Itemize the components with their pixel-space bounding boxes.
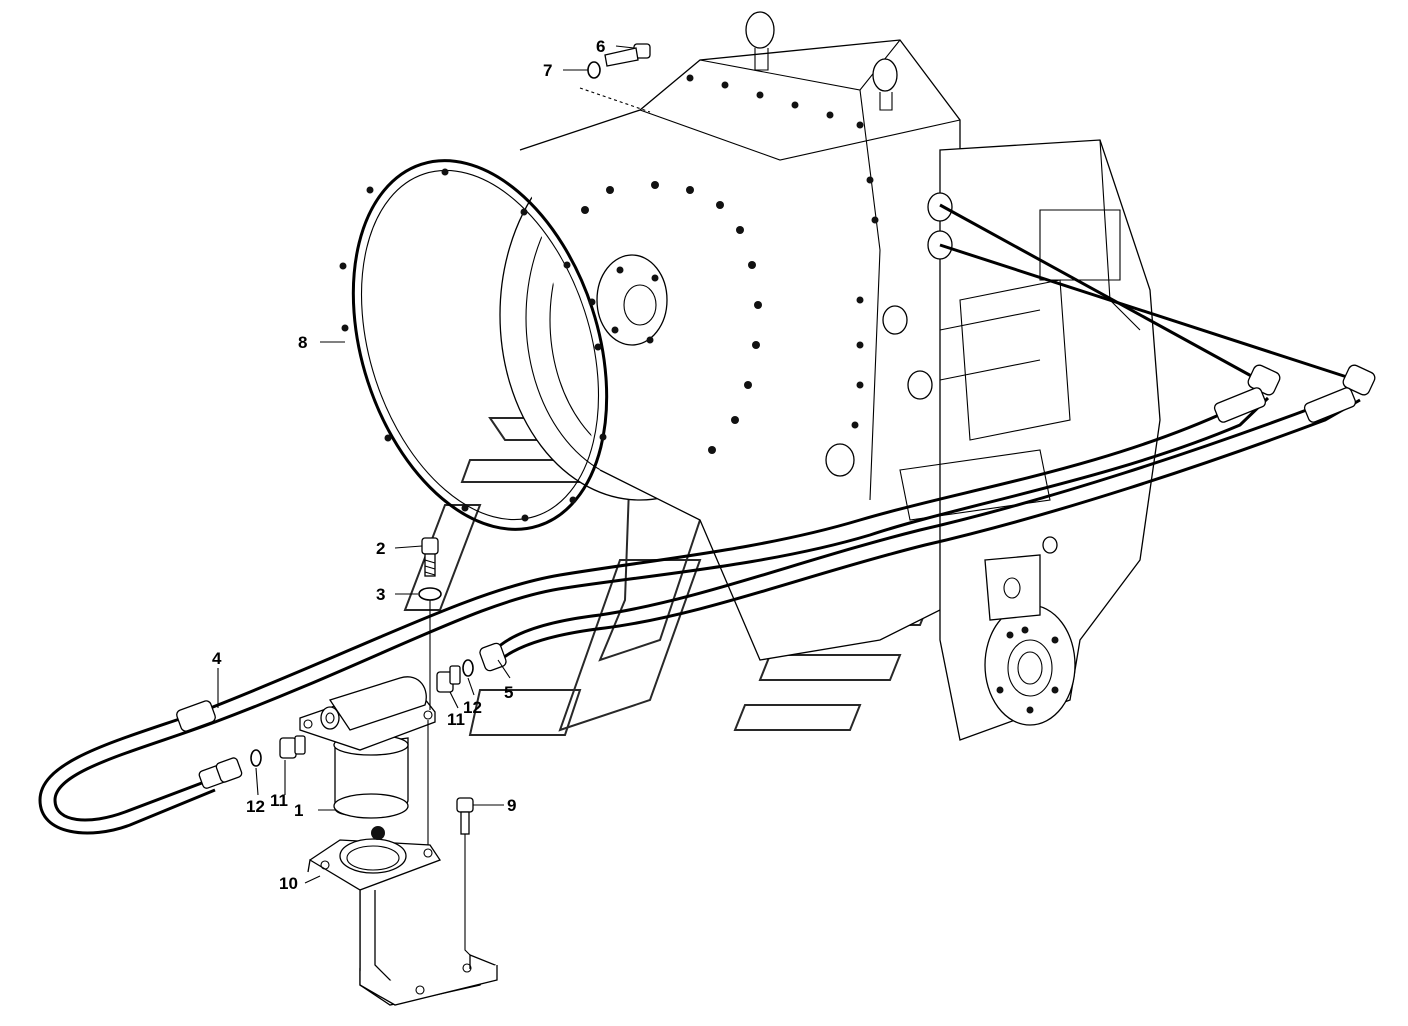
filter-assembly-1	[299, 676, 436, 860]
callout-10: 10	[279, 874, 298, 893]
callout-11-right: 11	[447, 710, 465, 729]
callout-leaders	[217, 45, 635, 884]
callout-4: 4	[212, 649, 222, 668]
callout-7: 7	[543, 61, 552, 80]
hose-lines	[38, 203, 1376, 835]
small-parts	[250, 43, 651, 956]
callout-2: 2	[376, 539, 385, 558]
callout-11-left: 11	[270, 791, 288, 810]
housing-bolts	[581, 74, 1059, 714]
gasket-8	[339, 159, 609, 531]
bracket-10	[307, 826, 498, 1006]
callout-12-right: 12	[463, 698, 482, 717]
callout-6: 6	[596, 37, 605, 56]
transmission-housing	[499, 11, 1161, 741]
callout-9: 9	[507, 796, 516, 815]
callout-12-left: 12	[246, 797, 265, 816]
callout-8: 8	[298, 333, 307, 352]
callout-1: 1	[294, 801, 303, 820]
callout-5: 5	[504, 683, 513, 702]
callout-3: 3	[376, 585, 385, 604]
callout-labels: 1 2 3 4 5 6 7 8 9 10 11 11 12 12	[212, 37, 605, 893]
